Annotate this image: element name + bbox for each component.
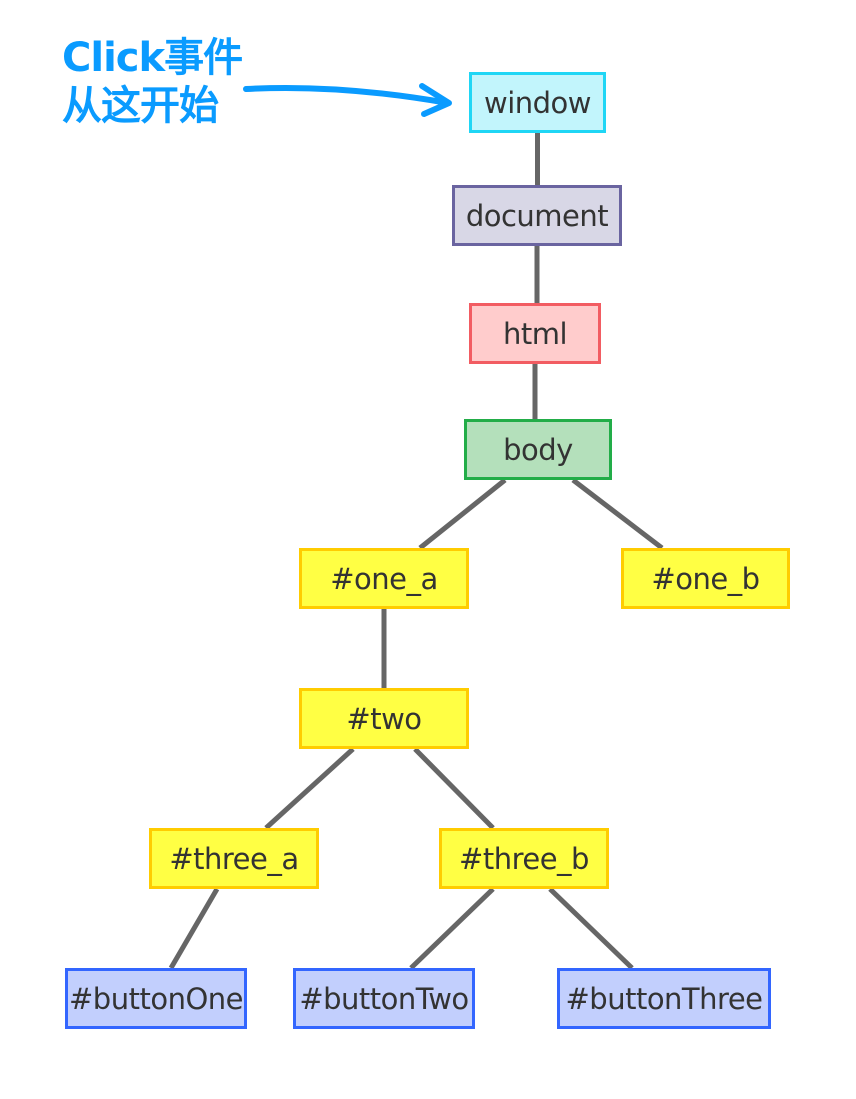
node-window: window [469,72,606,133]
edge-body-one_b [571,478,664,550]
node-label: #three_a [169,841,299,876]
edge-two-three_a [264,747,355,830]
edge-three_b-buttonThree [548,887,634,970]
node-label: #three_b [459,841,589,876]
node-html: html [469,303,601,364]
node-label: #one_b [651,561,760,596]
node-label: #two [346,701,422,736]
node-label: #buttonThree [565,981,763,1016]
node-buttontwo: #buttonTwo [293,968,475,1029]
annotation-line-2: 从这开始 [62,83,219,129]
node-label: html [502,316,568,351]
node-one-a: #one_a [299,548,469,609]
arrow-head-icon [419,83,452,117]
annotation-line-1: Click事件 [62,35,243,81]
node-three-a: #three_a [149,828,319,889]
node-label: body [503,432,573,467]
node-two: #two [299,688,469,749]
node-buttonthree: #buttonThree [557,968,771,1029]
node-label: document [465,198,609,233]
node-body: body [464,419,612,480]
node-one-b: #one_b [621,548,790,609]
node-label: #one_a [330,561,438,596]
node-document: document [452,185,622,246]
click-start-annotation: Click事件 从这开始 [62,34,243,130]
edge-three_b-buttonTwo [409,887,495,970]
edge-body-one_a [418,478,507,550]
edge-two-three_b [413,747,495,830]
annotation-arrow [243,84,451,106]
edges [168,133,664,970]
node-three-b: #three_b [439,828,609,889]
node-label: #buttonTwo [299,981,469,1016]
node-buttonone: #buttonOne [65,968,247,1029]
node-label: #buttonOne [69,981,244,1016]
edge-three_a-buttonOne [168,887,220,970]
node-label: window [483,85,592,120]
